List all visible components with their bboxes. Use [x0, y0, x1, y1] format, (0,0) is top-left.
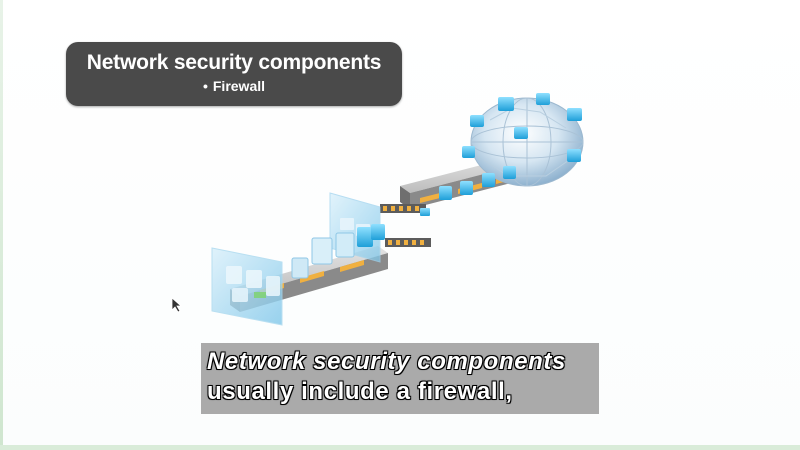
slide-bullet: Firewall — [66, 78, 402, 94]
upper-packets — [439, 166, 516, 200]
lower-packets — [291, 224, 385, 279]
frame-bottom-edge — [0, 445, 800, 450]
frame-left-edge — [0, 0, 3, 450]
title-card: Network security components Firewall — [66, 42, 402, 106]
mouse-cursor-icon — [171, 297, 183, 313]
caption-line-2: usually include a firewall, — [207, 378, 513, 405]
subtitle-caption: Network security components usually incl… — [201, 343, 599, 414]
data-packet-icon — [211, 247, 283, 326]
slide-title: Network security components — [86, 51, 382, 74]
globe-icon — [470, 97, 584, 187]
caption-line-1: Network security components — [207, 348, 566, 375]
orbit-packets — [462, 93, 582, 162]
firewall-icon — [380, 204, 431, 247]
